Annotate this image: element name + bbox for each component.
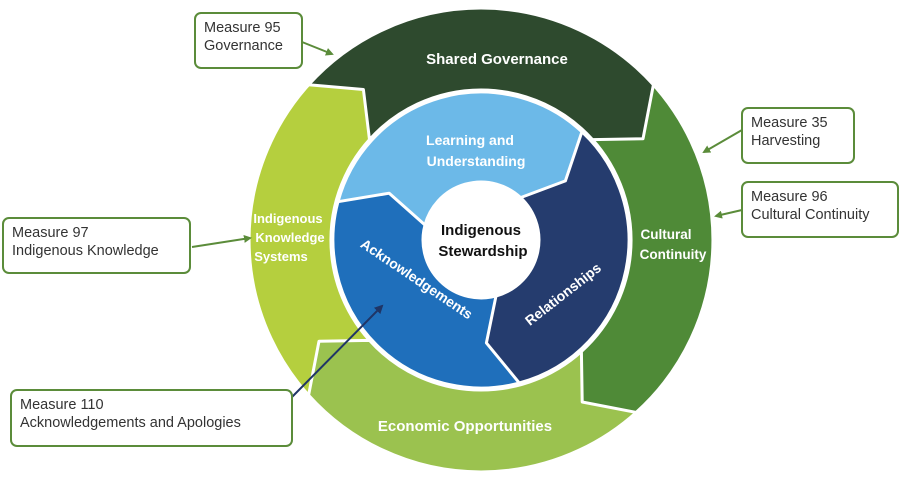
center-label-1: Indigenous — [441, 222, 521, 239]
callout-measure-95-topic: Governance — [204, 38, 283, 54]
callout-measure-110-topic: Acknowledgements and Apologies — [20, 415, 241, 431]
label-learning-2: Understanding — [427, 153, 526, 169]
arrow-m96 — [714, 209, 743, 219]
callout-measure-97-title: Measure 97 — [12, 225, 89, 241]
callout-measure-96: Measure 96 Cultural Continuity — [741, 181, 899, 238]
label-economic-opportunities: Economic Opportunities — [378, 418, 552, 435]
callout-measure-97-topic: Indigenous Knowledge — [12, 243, 159, 259]
callout-measure-35-topic: Harvesting — [751, 133, 821, 149]
arrow-m35 — [702, 129, 743, 154]
callout-measure-95: Measure 95 Governance — [194, 12, 303, 69]
arrow-m97 — [191, 234, 252, 248]
label-iks-1: Indigenous — [253, 211, 322, 226]
callout-measure-35-title: Measure 35 — [751, 115, 828, 131]
callout-measure-96-topic: Cultural Continuity — [751, 207, 870, 223]
label-cultural-continuity-2: Continuity — [640, 247, 707, 262]
segment-shared-governance — [307, 6, 655, 142]
callout-measure-97: Measure 97 Indigenous Knowledge — [2, 217, 191, 274]
label-iks-3: Systems — [254, 249, 307, 264]
arrow-m95 — [301, 41, 334, 56]
callout-measure-96-title: Measure 96 — [751, 189, 828, 205]
center-circle — [423, 182, 539, 298]
callout-measure-110: Measure 110 Acknowledgements and Apologi… — [10, 389, 293, 447]
callout-measure-110-title: Measure 110 — [20, 397, 104, 413]
center-label-2: Stewardship — [438, 243, 527, 260]
callout-measure-35: Measure 35 Harvesting — [741, 107, 855, 164]
segment-economic-opportunities — [307, 338, 655, 474]
arrow-m110 — [291, 304, 384, 398]
label-cultural-continuity-1: Cultural — [640, 227, 691, 242]
callout-measure-95-title: Measure 95 — [204, 20, 281, 36]
segment-cultural-continuity — [579, 66, 715, 414]
label-shared-governance: Shared Governance — [426, 51, 568, 68]
label-iks-2: Knowledge — [255, 230, 324, 245]
label-learning-1: Learning and — [426, 132, 514, 148]
